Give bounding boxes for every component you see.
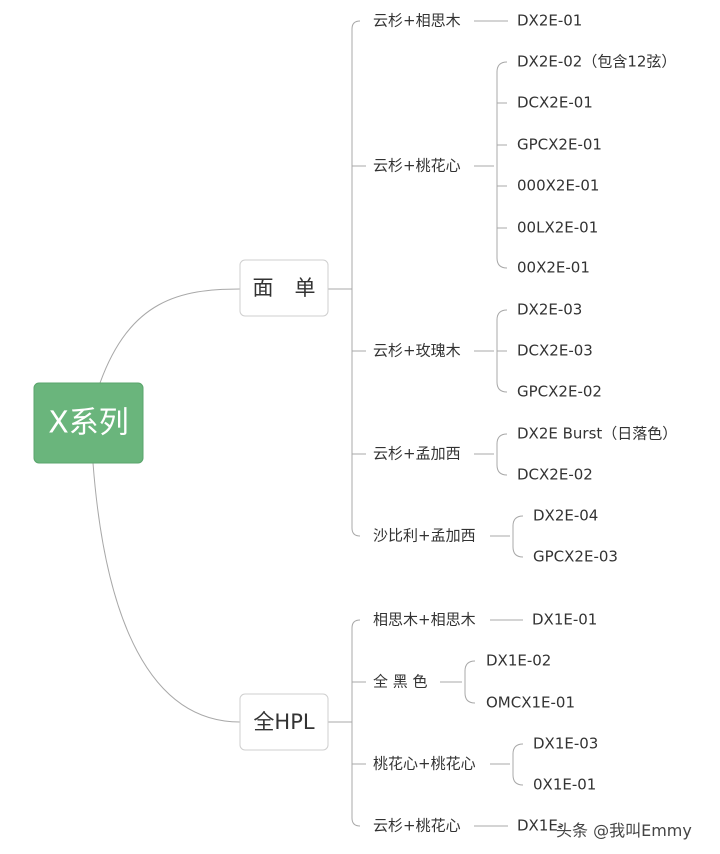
model-label[interactable]: DX2E-03 <box>517 301 582 319</box>
root-to-branch-connector <box>92 462 241 723</box>
branch-node-solid-top[interactable]: 面 单 <box>239 259 329 317</box>
model-label[interactable]: DX1E-02 <box>486 652 551 670</box>
leaf-nodes: 云杉+相思木 DX2E-01 云杉+桃花心 DX2E-02（包含12弦） DCX2E-0… <box>373 12 677 835</box>
wood-label[interactable]: 全 黑 色 <box>373 673 428 691</box>
wood-label[interactable]: 云杉+玫瑰木 <box>373 342 461 360</box>
wood-label[interactable]: 云杉+相思木 <box>373 12 461 30</box>
model-trunk-connector <box>464 660 476 704</box>
watermark-text: 头条 @我叫Emmy <box>556 821 692 840</box>
branch-node-box <box>239 693 329 751</box>
root-node-label: X系列 <box>48 406 129 441</box>
model-label[interactable]: 000X2E-01 <box>517 177 599 195</box>
model-label[interactable]: GPCX2E-02 <box>517 383 602 401</box>
model-label[interactable]: GPCX2E-03 <box>533 548 618 566</box>
wood-label[interactable]: 云杉+孟加西 <box>373 445 461 463</box>
branch-trunk-connector <box>351 20 361 537</box>
model-label[interactable]: 00LX2E-01 <box>517 219 598 237</box>
wood-label[interactable]: 沙比利+孟加西 <box>373 527 476 545</box>
model-label[interactable]: GPCX2E-01 <box>517 136 602 154</box>
wood-label[interactable]: 桃花心+桃花心 <box>373 755 476 773</box>
wood-label[interactable]: 相思木+相思木 <box>373 611 476 629</box>
model-label[interactable]: DX1E-03 <box>533 735 598 753</box>
model-label[interactable]: DX2E-04 <box>533 507 598 525</box>
model-label[interactable]: DCX2E-03 <box>517 342 593 360</box>
root-node[interactable]: X系列 <box>33 382 144 464</box>
model-trunk-connector <box>496 61 508 269</box>
model-trunk-connector <box>512 515 524 558</box>
model-label[interactable]: 0X1E-01 <box>533 776 596 794</box>
branch-node-label: 全HPL <box>253 710 314 734</box>
model-label[interactable]: DCX2E-02 <box>517 466 593 484</box>
wood-label[interactable]: 云杉+桃花心 <box>373 157 461 175</box>
wood-label[interactable]: 云杉+桃花心 <box>373 817 461 835</box>
model-label[interactable]: DX2E-01 <box>517 12 582 30</box>
root-to-branch-connector <box>99 288 241 384</box>
branch-node-label: 面 单 <box>253 276 316 300</box>
model-label[interactable]: 00X2E-01 <box>517 259 590 277</box>
connector-lines <box>92 20 524 827</box>
branch-node-full-hpl[interactable]: 全HPL <box>239 693 329 751</box>
root-node-box <box>33 382 144 464</box>
model-label[interactable]: DCX2E-01 <box>517 94 593 112</box>
model-label[interactable]: DX1E- <box>517 817 563 835</box>
model-trunk-connector <box>512 743 524 786</box>
model-label[interactable]: DX2E Burst（日落色） <box>517 425 677 443</box>
model-label[interactable]: OMCX1E-01 <box>486 694 575 712</box>
model-label[interactable]: DX1E-01 <box>532 611 597 629</box>
branch-node-box <box>239 259 329 317</box>
model-trunk-connector <box>496 433 508 476</box>
branch-trunk-connector <box>351 619 361 827</box>
model-label[interactable]: DX2E-02（包含12弦） <box>517 53 676 71</box>
